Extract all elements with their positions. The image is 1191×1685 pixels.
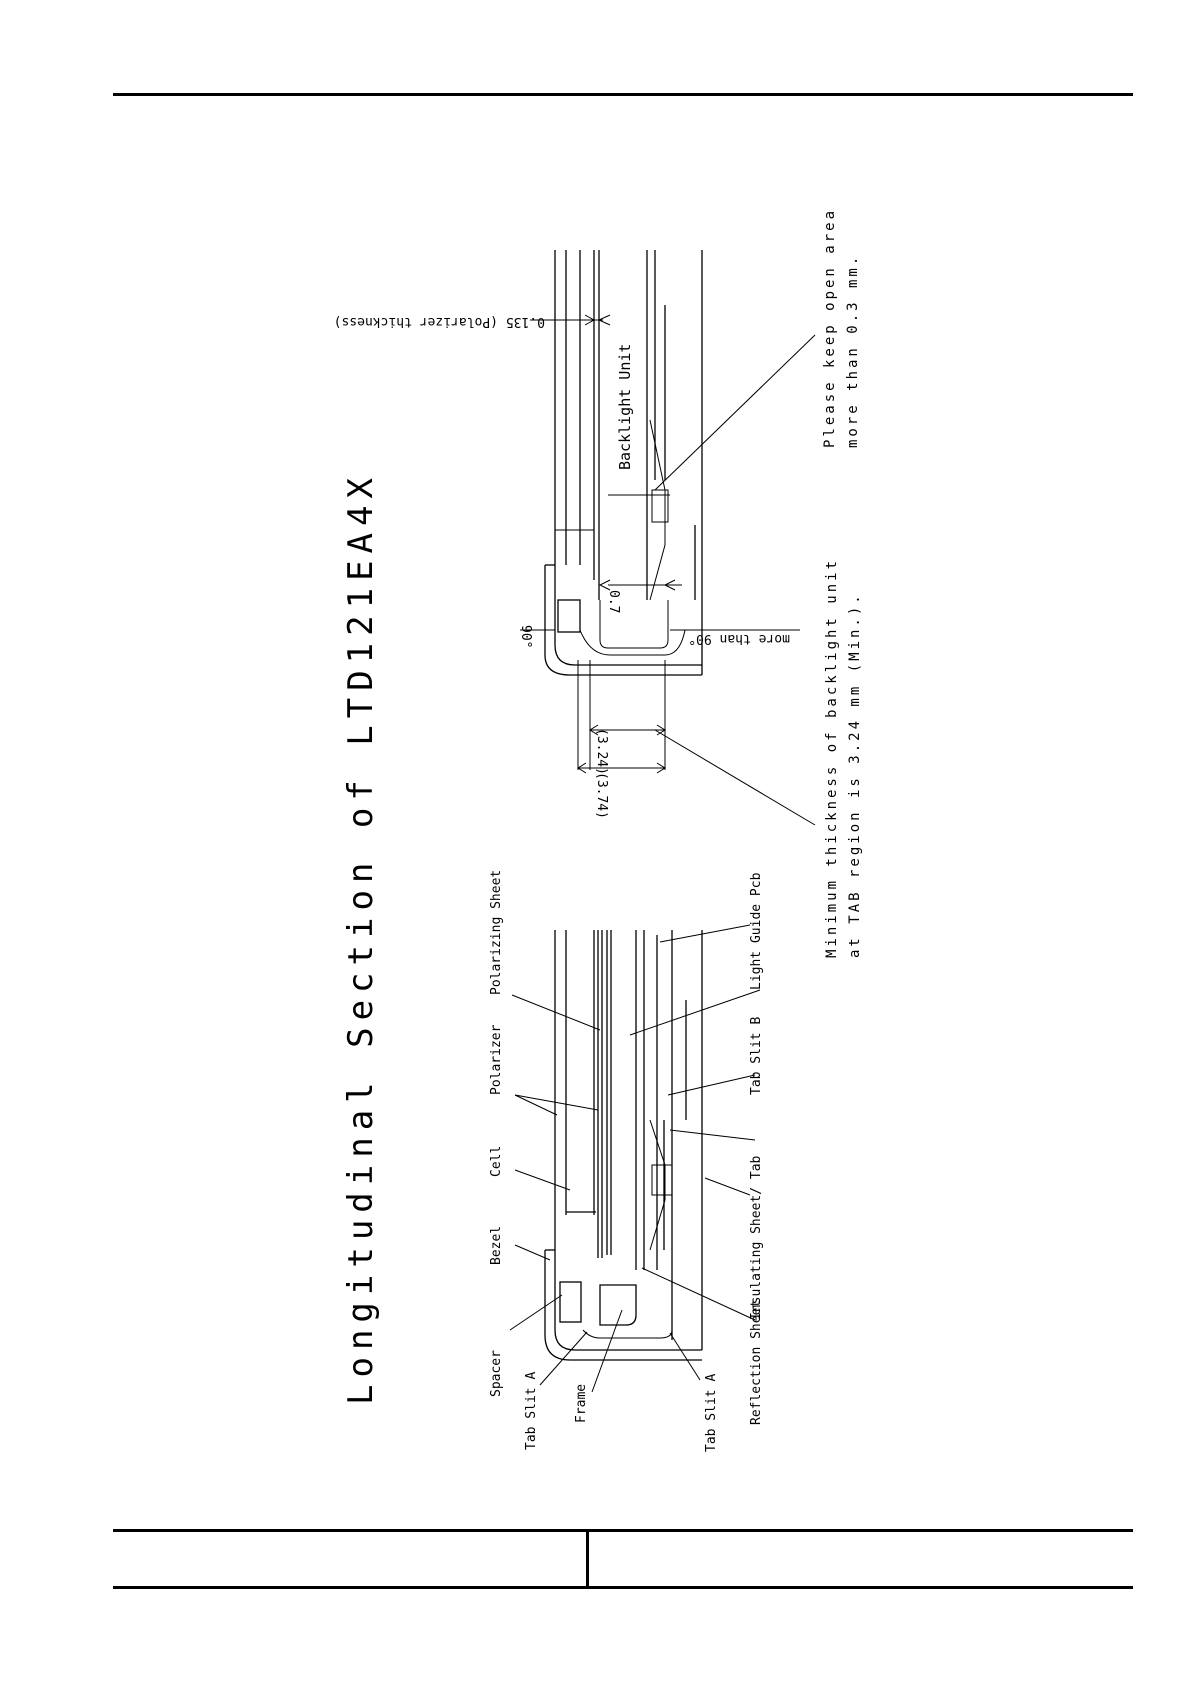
left-labels: Spacer Tab Slit A Frame Bezel Cell Polar… <box>489 870 764 1452</box>
label-polarizer-thickness: 0.135 (Polarizer thickness) <box>334 314 545 329</box>
right-dimensions <box>520 314 800 774</box>
page-title: Longitudinal Section of LTD121EA4X <box>341 471 381 1405</box>
note-open-area-line2: more than 0.3 mm. <box>845 254 861 448</box>
label-tab-slit-b: Tab Slit B <box>749 1017 764 1095</box>
label-dim-3-74: (3.74) <box>594 772 609 819</box>
label-angle-90: 90° <box>518 625 533 648</box>
label-spacer: Spacer <box>489 1350 504 1397</box>
label-insulating-sheet-tab: Insulating Sheet/ Tab <box>749 1155 764 1320</box>
header-rule <box>113 93 1133 96</box>
label-backlight-unit: Backlight Unit <box>616 344 634 470</box>
label-more-than-90: more than 90° <box>688 631 790 646</box>
note-open-area-line1: Please keep open area <box>822 208 838 448</box>
label-dim-0-7: 0.7 <box>606 590 621 613</box>
label-frame: Frame <box>574 1384 589 1423</box>
notes: Please keep open area more than 0.3 mm. … <box>822 208 863 958</box>
label-tab-slit-a-upper: Tab Slit A <box>524 1372 539 1450</box>
left-section-view <box>544 930 703 1361</box>
right-leader-lines <box>654 334 816 826</box>
label-tab-slit-a-lower: Tab Slit A <box>704 1374 719 1452</box>
footer-top-rule <box>113 1529 1133 1532</box>
label-bezel: Bezel <box>489 1226 504 1265</box>
right-labels: 0.135 (Polarizer thickness) Backlight Un… <box>334 314 790 819</box>
label-cell: Cell <box>489 1146 504 1177</box>
note-min-thickness-line1: Minimum thickness of backlight unit <box>824 558 840 958</box>
label-dim-3-24: (3.24) <box>594 728 609 775</box>
note-min-thickness-line2: at TAB region is 3.24 mm (Min.). <box>847 592 863 958</box>
right-section-view <box>544 250 703 676</box>
label-reflection-sheet: Reflection Sheet <box>749 1300 764 1425</box>
label-polarizing-sheet: Polarizing Sheet <box>489 870 504 995</box>
left-leader-lines <box>509 924 761 1393</box>
footer-bottom-rule <box>113 1586 1133 1589</box>
label-light-guide-pcb: Light Guide Pcb <box>749 872 764 990</box>
label-polarizer: Polarizer <box>489 1024 504 1095</box>
footer-divider <box>586 1530 589 1588</box>
